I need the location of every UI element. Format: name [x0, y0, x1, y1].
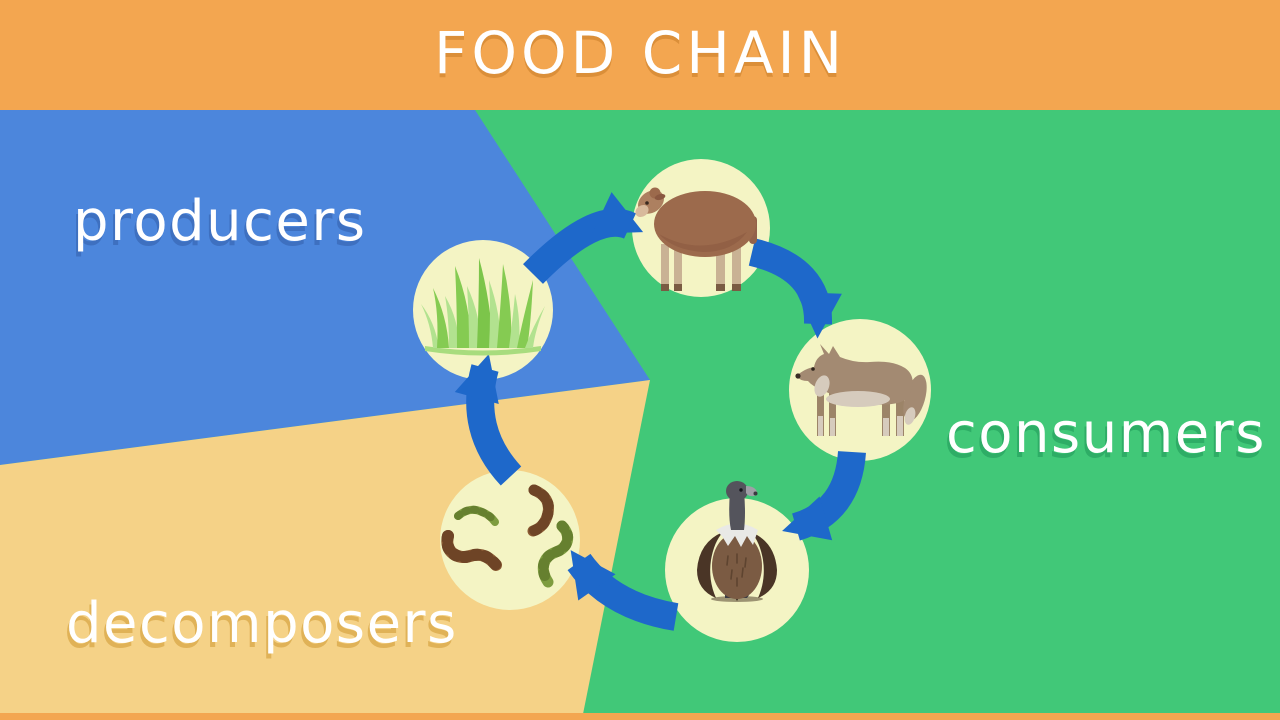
grass-icon	[421, 258, 545, 356]
page-title: FOOD CHAIN	[433, 19, 847, 87]
producers-label: producers	[73, 189, 367, 254]
header-bar	[0, 0, 1280, 110]
arrow-wolf-to-vulture	[782, 450, 866, 541]
footer-bar	[0, 713, 1280, 720]
worms-node-circle	[440, 470, 580, 610]
arrow-sheep-to-wolf	[748, 238, 842, 339]
cycle-arrows	[454, 192, 866, 631]
arrow-grass-to-sheep	[523, 192, 644, 284]
sheep-icon	[635, 187, 757, 291]
consumers-label: consumers	[946, 401, 1266, 466]
arrow-worms-to-grass	[454, 354, 522, 486]
decomposers-label: decomposers	[66, 591, 458, 656]
arrow-vulture-to-worms	[567, 550, 679, 631]
vulture-icon	[697, 481, 777, 602]
wolf-icon	[795, 344, 927, 436]
worms-icon	[441, 484, 574, 588]
